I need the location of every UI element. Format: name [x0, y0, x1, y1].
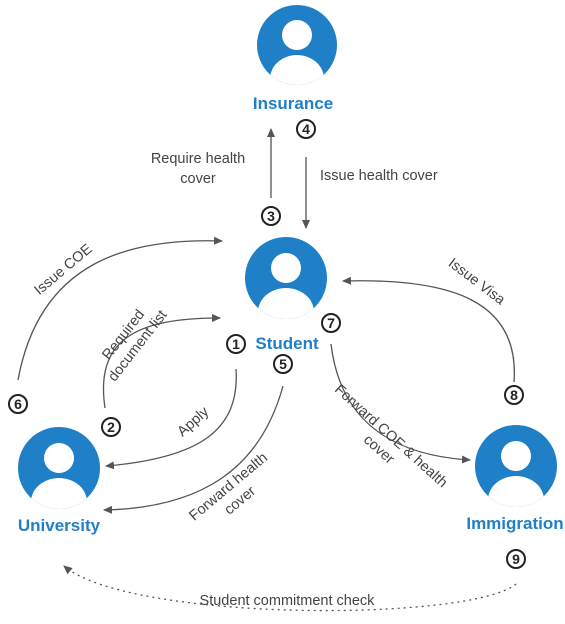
- user-icon: [18, 427, 100, 509]
- step-1-number: 1: [232, 336, 240, 352]
- arrow-forward-coe-health-cover: [330, 343, 471, 464]
- step-8-number: 8: [510, 387, 518, 403]
- label-issue-coe: Issue COE: [31, 241, 95, 299]
- arrow-apply: [105, 368, 237, 470]
- label-forward-health-cover-group: Forward health cover: [186, 450, 270, 524]
- label-forward-coe-health-cover-1: Forward COE & health: [331, 382, 450, 491]
- arrow-issue-visa: [342, 276, 515, 383]
- arrow-required-document-list: [103, 314, 221, 409]
- arrow-issue-coe: [17, 236, 223, 381]
- step-9-number: 9: [512, 551, 520, 567]
- university-label: University: [18, 516, 101, 535]
- label-require-health-cover-2: cover: [180, 171, 216, 187]
- user-icon: [245, 237, 327, 319]
- label-issue-visa: Issue Visa: [445, 255, 509, 308]
- arrow-student-commitment-check: [63, 565, 517, 612]
- step-9-badge: 9: [506, 549, 526, 569]
- step-7-number: 7: [327, 315, 335, 331]
- label-apply-group: Apply: [174, 403, 212, 440]
- insurance-node: Insurance: [253, 5, 337, 113]
- student-label: Student: [255, 334, 319, 353]
- label-issue-health-cover: Issue health cover: [320, 168, 438, 184]
- user-icon: [475, 425, 557, 507]
- label-apply: Apply: [174, 403, 212, 440]
- label-required-document-list-group: Required document list: [99, 307, 170, 385]
- label-issue-coe-group: Issue COE: [31, 241, 95, 299]
- step-6-number: 6: [14, 396, 22, 412]
- university-node: University: [18, 427, 101, 535]
- step-2-number: 2: [107, 419, 115, 435]
- step-3-badge: 3: [261, 206, 281, 226]
- step-5-badge: 5: [273, 354, 293, 374]
- student-node: Student: [245, 237, 327, 353]
- step-5-number: 5: [279, 356, 287, 372]
- step-2-badge: 2: [101, 417, 121, 437]
- insurance-label: Insurance: [253, 94, 333, 113]
- user-icon: [257, 5, 337, 85]
- label-forward-coe-health-cover-group: Forward COE & health cover: [331, 382, 450, 491]
- step-7-badge: 7: [321, 313, 341, 333]
- label-student-commitment-check: Student commitment check: [200, 593, 376, 609]
- label-issue-visa-group: Issue Visa: [445, 255, 509, 308]
- step-4-number: 4: [302, 121, 310, 137]
- step-8-badge: 8: [504, 385, 524, 405]
- step-4-badge: 4: [296, 119, 316, 139]
- arrow-forward-health-cover: [103, 385, 284, 514]
- label-require-health-cover-1: Require health: [151, 151, 245, 167]
- immigration-node: Immigration: [466, 425, 564, 533]
- step-6-badge: 6: [8, 394, 28, 414]
- step-1-badge: 1: [226, 334, 246, 354]
- step-3-number: 3: [267, 208, 275, 224]
- immigration-label: Immigration: [466, 514, 563, 533]
